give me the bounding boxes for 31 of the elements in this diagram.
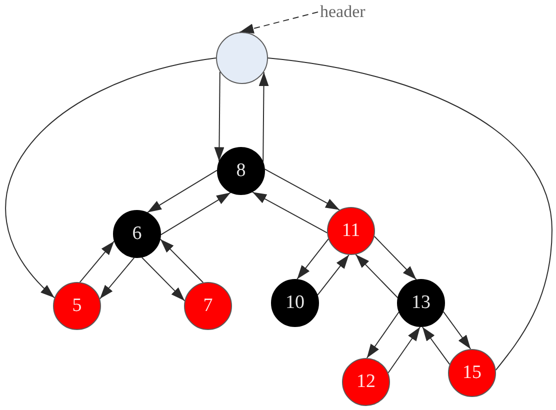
- pointer-arrow: [388, 326, 421, 374]
- node-key: 12: [356, 371, 376, 393]
- pointer-arrow: [355, 254, 398, 298]
- pointer-arrow: [99, 257, 135, 300]
- node-key: 10: [286, 292, 304, 314]
- pointer-arrow: [79, 240, 115, 283]
- node-key: 11: [342, 220, 360, 242]
- pointer-arrow: [366, 312, 400, 358]
- pointer-arrow: [252, 192, 328, 234]
- node-key: 6: [132, 223, 142, 245]
- pointer-arrow: [296, 238, 329, 280]
- pointer-arrow: [147, 170, 218, 213]
- pointer-arrow: [374, 236, 417, 280]
- pointer-arrow: [214, 71, 224, 162]
- pointer-arrow: [422, 326, 450, 365]
- pointer-arrow: [317, 254, 350, 296]
- node-key: 5: [72, 295, 82, 317]
- pointer-arrow: [141, 257, 186, 302]
- pointer-arrow: [160, 192, 231, 236]
- connector-curve: [268, 58, 552, 371]
- pointer-arrow: [160, 238, 204, 283]
- node-key: 8: [236, 160, 246, 182]
- node-key: 15: [462, 362, 482, 384]
- pointer-arrow: [258, 72, 269, 162]
- leader-label: header: [320, 1, 366, 23]
- node-key: 13: [412, 292, 430, 314]
- node-key: 7: [203, 295, 213, 317]
- pointer-arrow: [264, 168, 340, 210]
- pointer-arrow: [442, 311, 472, 350]
- dashed-leader-arrow: [239, 12, 318, 34]
- pointer-arrow: [6, 58, 216, 298]
